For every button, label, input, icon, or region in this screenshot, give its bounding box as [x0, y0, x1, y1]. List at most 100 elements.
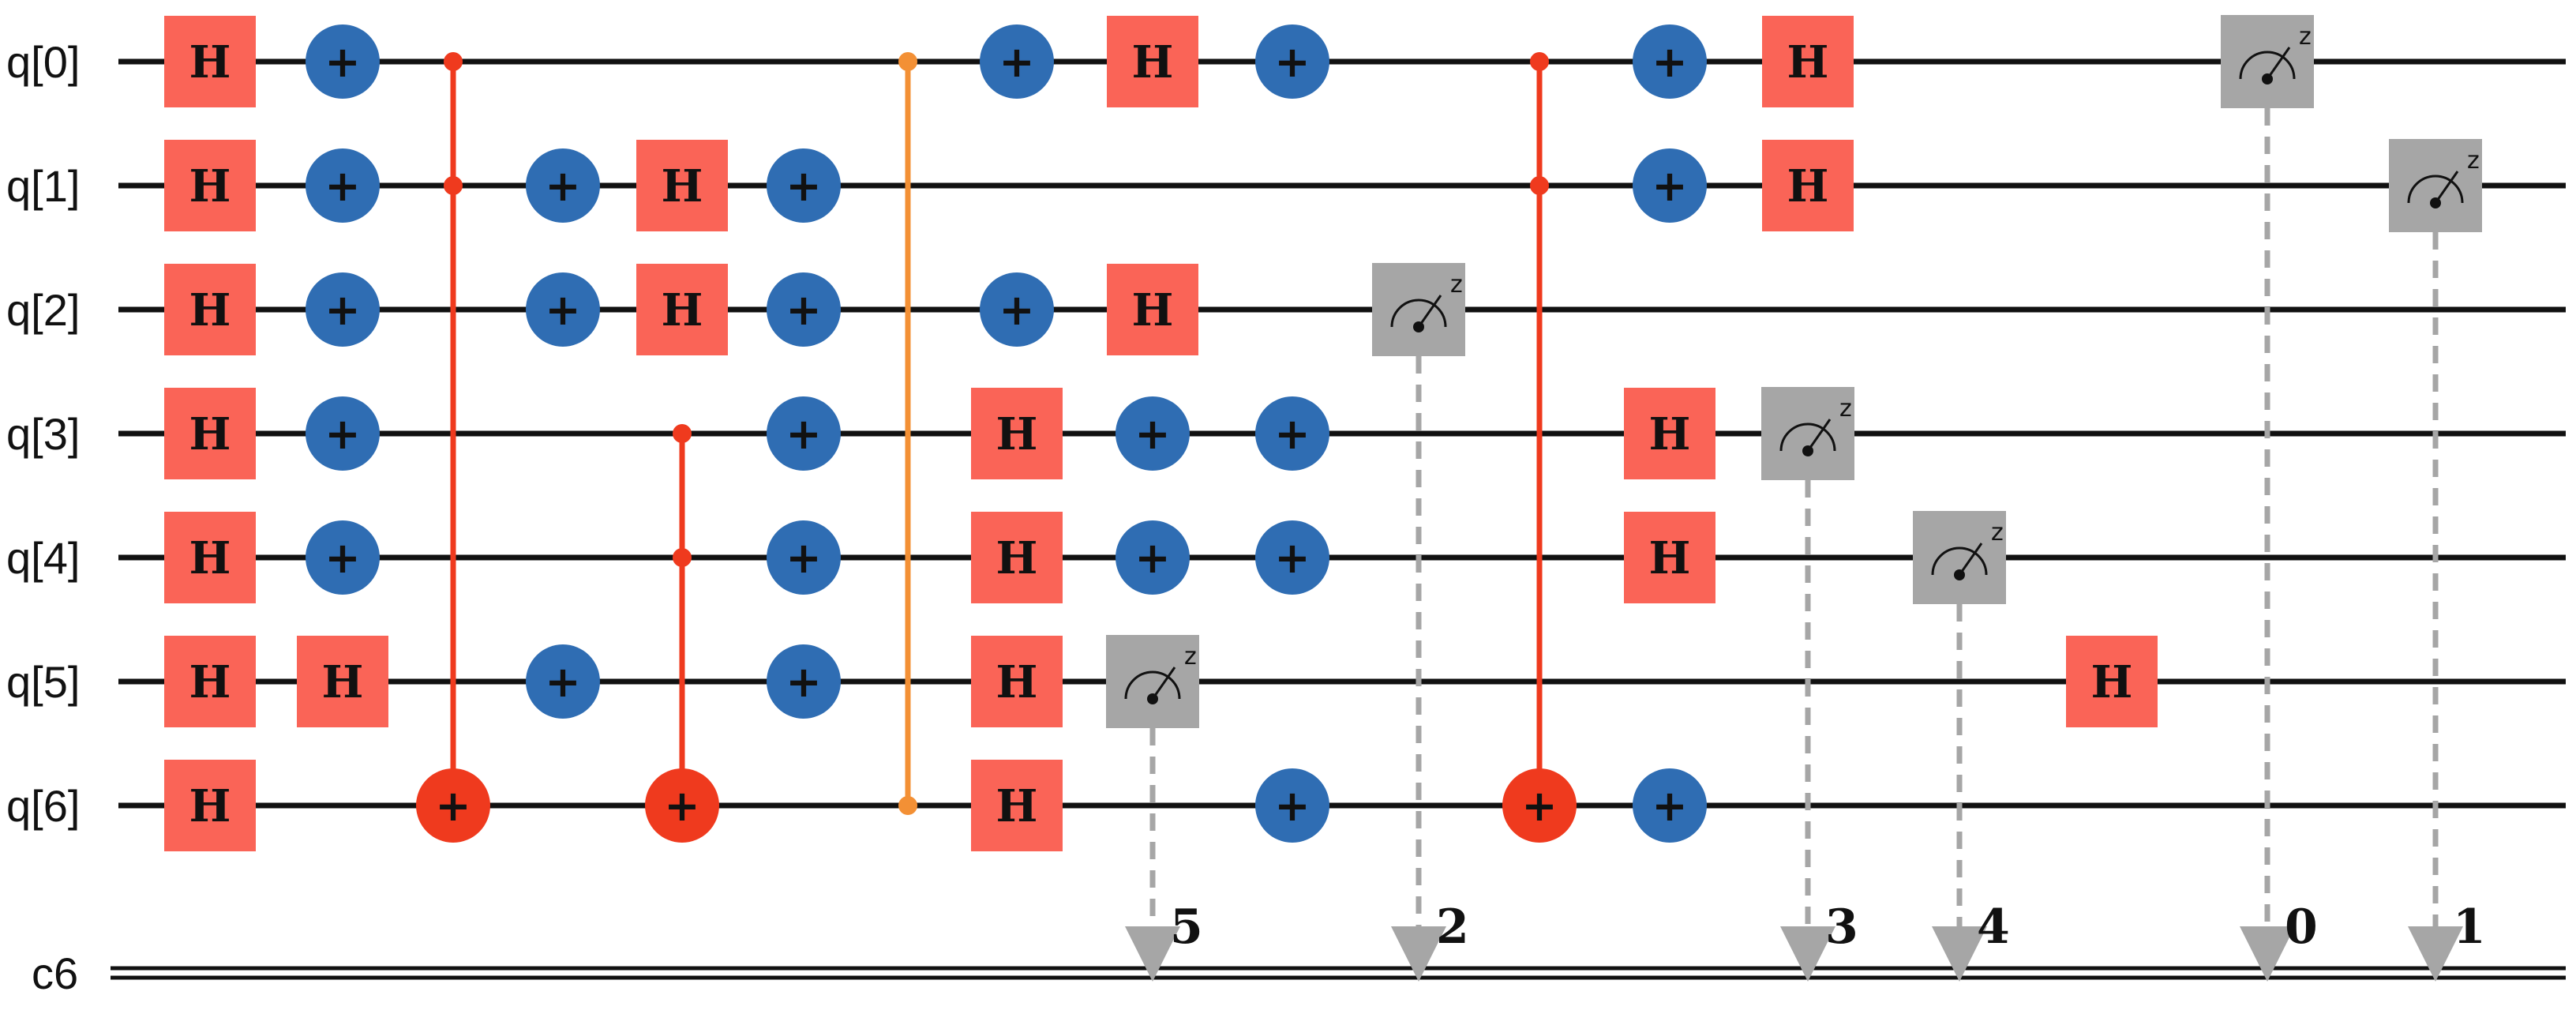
meter-needle: [1958, 543, 1983, 576]
qubit-label: q[5]: [6, 657, 80, 707]
classical-register: [111, 966, 2566, 980]
h-gate-label: H: [189, 780, 231, 832]
h-gate: H: [1762, 16, 1854, 107]
h-gate: H: [164, 388, 256, 479]
h-gate-box: [636, 264, 728, 355]
target-circle: [645, 768, 719, 843]
x-gate: +: [306, 272, 380, 347]
h-gate: H: [636, 264, 728, 355]
x-gate-circle: [306, 24, 380, 99]
target-plus: +: [1521, 781, 1557, 831]
x-gate: +: [1116, 396, 1190, 471]
h-gate-label: H: [189, 532, 231, 584]
measure-gate: z5: [1106, 635, 1203, 955]
x-gate-circle: [1633, 24, 1707, 99]
h-gate-box: [1107, 264, 1198, 355]
meter-axis-label: z: [1839, 395, 1852, 422]
x-gate-plus: +: [786, 657, 821, 707]
h-gate-box: [2066, 636, 2158, 727]
qubit-label: q[6]: [6, 781, 80, 831]
x-gate-circle: [1116, 396, 1190, 471]
x-gate: +: [306, 396, 380, 471]
h-gate: H: [1624, 388, 1715, 479]
x-gate-circle: [526, 644, 600, 719]
meter-icon: [2239, 51, 2296, 80]
x-gate: +: [980, 24, 1054, 99]
h-gate-box: [1762, 16, 1854, 107]
connector-dot: [898, 796, 917, 815]
target-plus: +: [435, 781, 471, 831]
h-gate-label: H: [189, 160, 231, 212]
h-gate-label: H: [662, 160, 703, 212]
h-gate-box: [164, 512, 256, 603]
x-gate-circle: [306, 396, 380, 471]
meter-needle: [1417, 295, 1442, 328]
x-gate-circle: [1255, 520, 1329, 595]
control-dot: [1530, 52, 1549, 71]
h-gate-label: H: [1649, 408, 1691, 460]
target-plus: +: [664, 781, 699, 831]
measure-gate: z0: [2221, 15, 2318, 955]
gates-layer: +++HHHHHHHHHHHHHHHHHHHHH++++++++++++++++…: [164, 15, 2486, 955]
h-gate: H: [164, 264, 256, 355]
x-gate-plus: +: [324, 161, 360, 211]
x-gate-plus: +: [324, 533, 360, 583]
h-gate: H: [164, 636, 256, 727]
x-gate: +: [1255, 24, 1329, 99]
h-gate-box: [164, 140, 256, 231]
x-gate: +: [526, 272, 600, 347]
h-gate-label: H: [996, 532, 1038, 584]
x-gate-plus: +: [1134, 533, 1170, 583]
classical-bit-index: 1: [2453, 899, 2486, 955]
h-gate-label: H: [1649, 532, 1691, 584]
x-gate: +: [306, 148, 380, 223]
x-gate-plus: +: [1274, 533, 1310, 583]
classical-bit-index: 3: [1825, 899, 1858, 955]
measure-gate: z4: [1913, 511, 2010, 955]
h-gate: H: [297, 636, 388, 727]
register-labels: q[0]q[1]q[2]q[3]q[4]q[5]q[6]c6: [6, 37, 80, 998]
x-gate-circle: [306, 520, 380, 595]
x-gate-circle: [1255, 768, 1329, 843]
h-gate-label: H: [996, 656, 1038, 708]
h-gate: H: [971, 388, 1063, 479]
h-gate-box: [971, 512, 1063, 603]
meter-box: [2221, 15, 2314, 108]
measurement-lines: [1125, 108, 2463, 982]
meter-pivot: [1954, 569, 1965, 580]
meter-axis-label: z: [2299, 23, 2312, 51]
x-gate-circle: [1255, 396, 1329, 471]
x-gate-plus: +: [786, 285, 821, 335]
meter-axis-label: z: [2467, 147, 2480, 175]
x-gate: +: [526, 148, 600, 223]
h-gate: H: [1762, 140, 1854, 231]
control-dot: [673, 548, 692, 567]
h-gate-label: H: [996, 408, 1038, 460]
target-circle: [416, 768, 490, 843]
h-gate: H: [1107, 16, 1198, 107]
meter-pivot: [1413, 321, 1424, 332]
h-gate: H: [2066, 636, 2158, 727]
x-gate-circle: [306, 272, 380, 347]
h-gate-label: H: [1787, 160, 1829, 212]
x-gate: +: [1255, 768, 1329, 843]
x-gate: +: [306, 24, 380, 99]
x-gate: +: [1633, 24, 1707, 99]
h-gate-label: H: [189, 408, 231, 460]
measure-gate: z1: [2389, 139, 2486, 955]
meter-box: [1106, 635, 1199, 728]
control-dot: [673, 424, 692, 443]
classical-bit-index: 2: [1436, 899, 1469, 955]
meter-axis-label: z: [1991, 519, 2004, 546]
meter-pivot: [2262, 73, 2273, 84]
x-gate-plus: +: [786, 161, 821, 211]
h-gate-box: [164, 388, 256, 479]
meter-box: [1913, 511, 2006, 604]
meter-box: [2389, 139, 2482, 232]
x-gate-circle: [767, 272, 841, 347]
meter-needle: [1806, 419, 1832, 452]
x-gate: +: [1255, 520, 1329, 595]
meter-axis-label: z: [1184, 643, 1197, 670]
h-gate-box: [164, 760, 256, 851]
x-gate: +: [306, 520, 380, 595]
